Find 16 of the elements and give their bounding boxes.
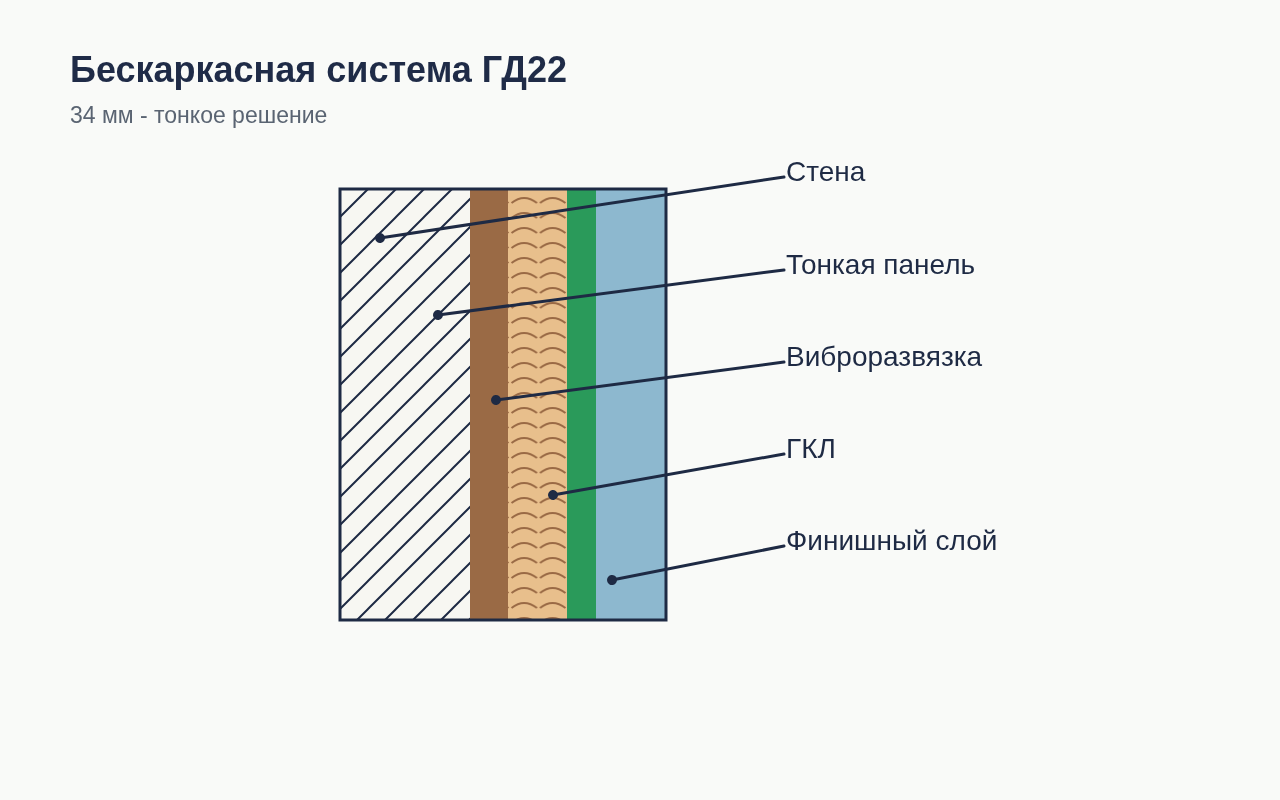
wavy-insulation-layer [508,189,567,620]
leader-line [548,452,786,500]
subtitle: 34 мм - тонкое решение [70,101,328,129]
leader-line [607,544,786,585]
diagram-title: Бескаркасная система ГД22 [70,49,568,91]
layer-label: ГКЛ [786,433,836,465]
leader-line [491,360,786,405]
hatched-wall-section [340,189,470,620]
finish-layer [596,189,666,620]
layer-label: Тонкая панель [786,249,976,281]
layer-label: Финишный слой [786,525,998,557]
board-layer [567,189,596,620]
layer-label: Стена [786,156,866,188]
leader-line [433,268,786,320]
layer-label: Виброразвязка [786,341,983,373]
panel-layer [470,189,508,620]
